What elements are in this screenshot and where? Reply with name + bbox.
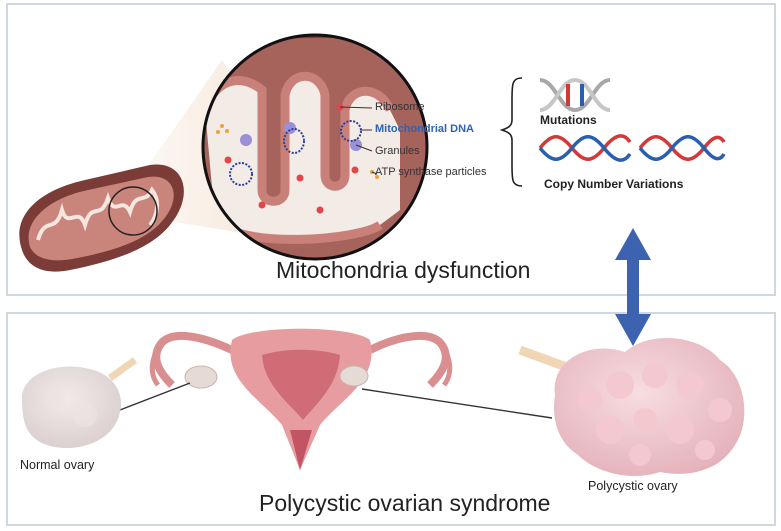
uterus-icon [149,328,453,470]
mitochondrion-icon [19,164,184,272]
bidirectional-arrow-icon [615,228,651,346]
bottom-panel-title: Polycystic ovarian syndrome [259,490,551,516]
dna-cnv-icon [538,134,726,162]
polycystic-ovary-label: Polycystic ovary [588,479,678,493]
normal-ovary-label: Normal ovary [20,458,95,472]
dna-mutation-icon [539,77,611,113]
cnv-label: Copy Number Variations [544,177,684,191]
polycystic-ovary-icon [518,338,745,476]
normal-ovary-icon [21,357,138,449]
granules-label: Granules [375,145,420,157]
zoom-circle-small [108,186,158,236]
brace-icon [499,77,523,187]
mutations-label: Mutations [540,113,597,127]
atp-label: ATP synthase particles [375,166,487,178]
top-panel-title: Mitochondria dysfunction [276,257,531,283]
mitochondria-zoom-icon [203,35,427,259]
ribosome-label: Ribosome [375,101,425,113]
mtdna-label: Mitochondrial DNA [375,123,474,135]
zoom-circle-large [201,33,429,261]
